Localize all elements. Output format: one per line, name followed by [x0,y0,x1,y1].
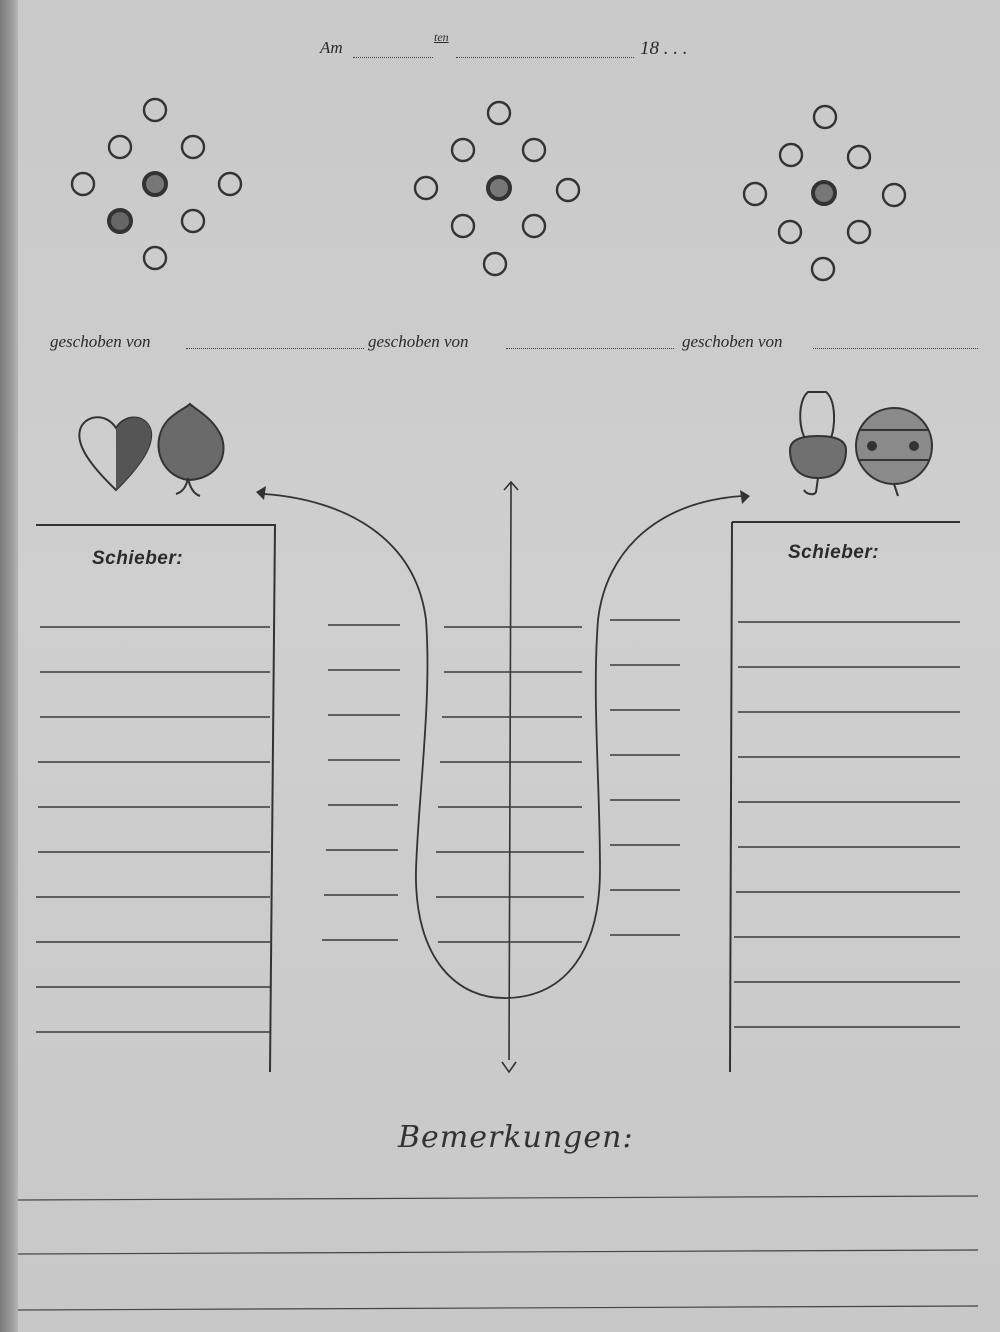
left-score-lines [36,626,270,1033]
pin-diamond-2 [413,100,581,277]
heart-icon [78,416,153,492]
pusher-field-3[interactable] [813,348,978,349]
center-left-lines [322,624,400,941]
month-field[interactable] [456,57,634,58]
sheet-drawing [18,97,979,1311]
pusher-label-2: geschoben von [368,332,469,351]
center-right-lines [610,619,680,936]
remarks-title: Bemerkungen: [398,1120,634,1155]
pin-diamond-1 [70,97,243,271]
pin-diamond-3 [742,104,907,282]
center-axis [501,480,519,1074]
pusher-field-2[interactable] [506,348,674,349]
right-score-lines [734,621,960,1028]
center-inner-lines [436,626,584,943]
book-spine [0,0,18,1332]
right-fleur-icon [740,490,750,504]
day-field[interactable] [353,57,433,58]
right-score-box [729,521,960,1073]
remarks-lines [18,1195,979,1311]
header-ten: ten [434,30,449,44]
score-sheet: Am ten 18 . . . geschoben von geschoben … [18,0,1000,1332]
left-fleur-icon [256,486,266,500]
leaf-icon [157,402,225,497]
header-am: Am [320,38,343,57]
bell-icon [855,407,933,497]
pusher-label-1: geschoben von [50,332,151,351]
pusher-label-3: geschoben von [682,332,783,351]
acorn-icon [788,391,848,496]
schieber-right-label: Schieber: [788,542,880,563]
pusher-field-1[interactable] [186,348,364,349]
schieber-left-label: Schieber: [92,548,184,569]
header-year: 18 . . . [640,38,688,59]
u-curve [263,493,743,999]
left-score-box [36,524,276,1073]
